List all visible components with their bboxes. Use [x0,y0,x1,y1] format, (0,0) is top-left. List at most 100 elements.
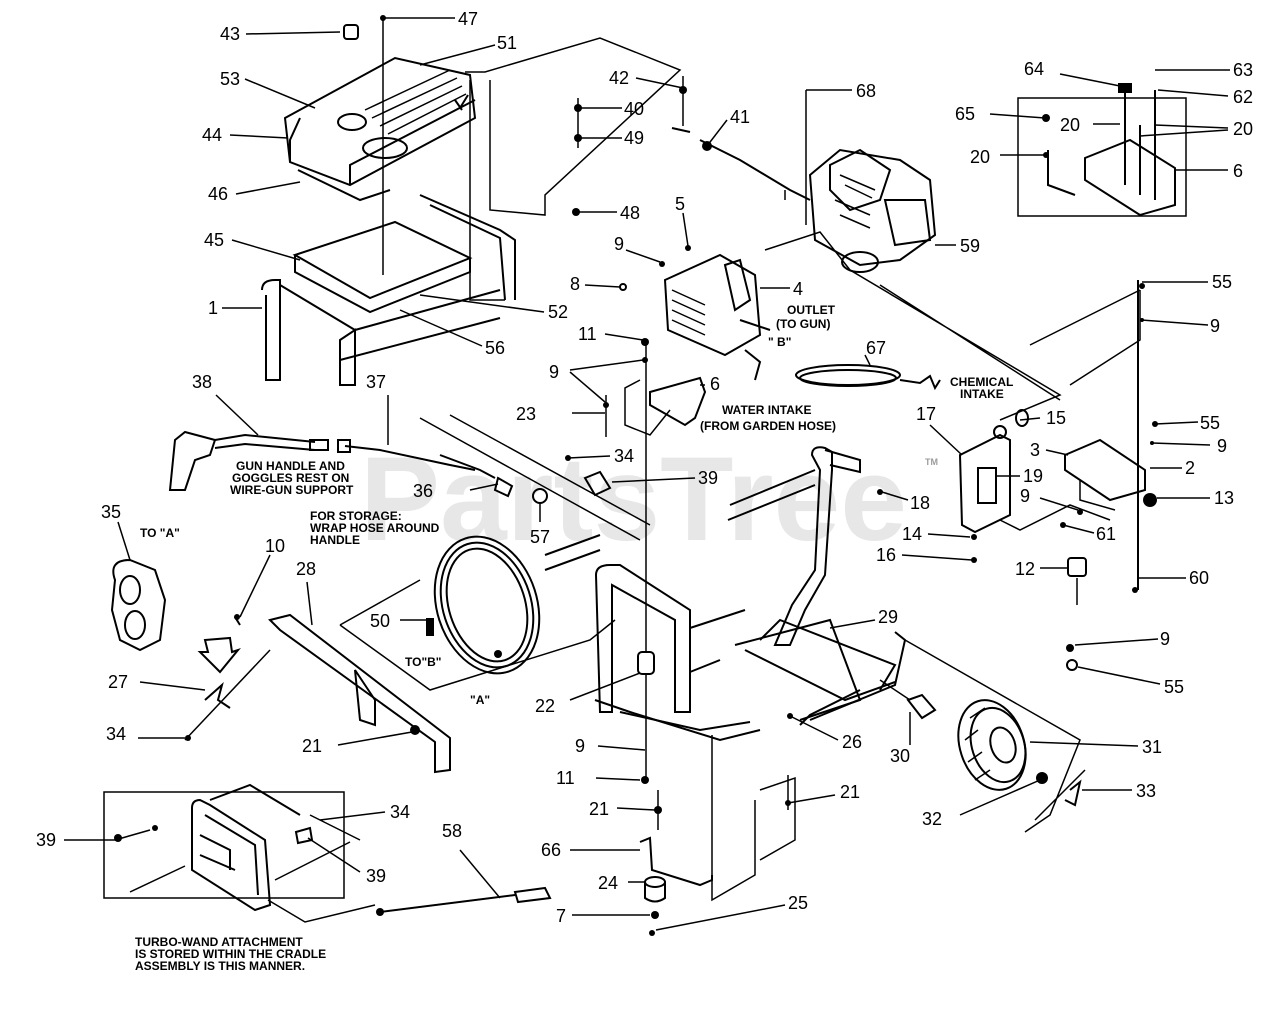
callout: 26 [789,715,862,752]
callout-number: 11 [556,768,575,788]
callout-number: 3 [1030,440,1040,460]
callout-number: 32 [922,809,942,829]
spacer [879,679,937,720]
callout-number: 64 [1024,59,1044,79]
svg-text:HANDLE: HANDLE [310,533,360,547]
callout-number: 9 [1160,629,1170,649]
callout-number: 24 [598,873,618,893]
callout-number: 9 [549,362,559,382]
goggles [110,558,167,652]
callout-number: 66 [541,840,561,860]
pump [663,253,771,381]
callout: 29 [829,607,898,629]
clip [204,682,231,709]
callout: 52 [419,294,568,322]
cradle-frame [544,446,897,742]
callout-number: 6 [1233,161,1243,181]
callout: 50 [370,611,426,631]
callout: 9 [1151,436,1227,456]
callout-number: 43 [220,24,240,44]
callout-number: 16 [876,545,896,565]
callout: 9 [614,234,661,263]
callout: 16 [876,545,973,565]
callout-number: 61 [1096,524,1116,544]
callout: 34 [319,802,410,822]
wheel [957,699,1027,791]
callout-number: 39 [366,866,386,886]
callout-number: 44 [202,125,222,145]
svg-text:WRAP HOSE AROUND: WRAP HOSE AROUND [310,521,440,535]
callout-number: 49 [624,128,644,148]
callout-number: 15 [1046,408,1066,428]
callout-number: 20 [970,147,990,167]
callout-number: 5 [675,194,685,214]
callout: 28 [296,559,316,626]
trademark: TM [925,457,938,467]
callout: 6 [700,374,720,394]
callout: 46 [208,181,301,204]
callout: 42 [609,68,684,89]
callout-number: 20 [1233,119,1253,139]
callout-number: 22 [535,696,555,716]
callout-number: 28 [296,559,316,579]
callout-number: 21 [589,799,609,819]
fasteners [185,15,1158,936]
callout: 22 [535,672,641,716]
callout: 20 [1139,119,1253,139]
svg-text:FOR STORAGE:: FOR STORAGE: [310,509,402,523]
engine-mount-plate [1017,83,1187,217]
svg-text:WATER INTAKE: WATER INTAKE [722,403,812,417]
svg-text:GUN HANDLE AND: GUN HANDLE AND [236,459,345,473]
callout: 20 [1060,115,1120,135]
callout: 19 [996,466,1043,486]
callout: 18 [881,491,930,513]
callout-number: 9 [1217,436,1227,456]
callout: 15 [1019,408,1066,428]
note-b: " B" [768,335,791,349]
callout-number: 40 [624,99,644,119]
callout: 61 [1062,524,1116,544]
callout: 33 [1082,781,1156,801]
svg-text:(TO GUN): (TO GUN) [776,317,830,331]
callout-number: 8 [570,274,580,294]
callout-number: 19 [1023,466,1043,486]
callout-number: 25 [788,893,808,913]
callout: 41 [706,107,750,147]
callout: 3 [1030,440,1069,460]
callout: 55 [1154,413,1220,433]
callout: 1 [208,298,262,318]
turbo-wand-inset [103,783,376,923]
callout: 9 [1141,316,1220,336]
callout: 21 [589,799,656,819]
callout-number: 7 [556,906,566,926]
callout-number: 18 [910,493,930,513]
callout: 66 [541,840,640,860]
callout: 20 [970,147,1045,167]
callouts: 43 47 51 53 44 46 45 1 52 56 42 40 49 48… [36,9,1253,931]
callout-number: 31 [1142,737,1162,757]
callout-number: 63 [1233,60,1253,80]
switch-box [958,409,1029,534]
down-arrow [197,636,241,674]
callout: 21 [787,782,860,804]
callout-number: 35 [101,502,121,522]
callout-number: 62 [1233,87,1253,107]
svg-text:IS STORED WITHIN THE CRADLE: IS STORED WITHIN THE CRADLE [135,947,326,961]
callout: 58 [442,821,501,899]
callout-number: 26 [842,732,862,752]
callout: 45 [204,230,301,261]
callout: 39 [36,830,115,850]
throttle-cable [699,139,811,201]
callout-number: 42 [609,68,629,88]
callout-number: 55 [1164,677,1184,697]
mount-bracket [1064,438,1146,502]
note-gun-rest: GUN HANDLE AND GOGGLES REST ON WIRE-GUN … [230,459,354,497]
callout: 44 [202,125,289,145]
callout-number: 34 [106,724,126,744]
callout: 62 [1157,87,1253,107]
frame-top [261,194,516,386]
callout: 12 [1015,559,1068,579]
callout: 34 [106,724,185,744]
bumper [637,340,655,780]
callout: 17 [916,404,963,456]
